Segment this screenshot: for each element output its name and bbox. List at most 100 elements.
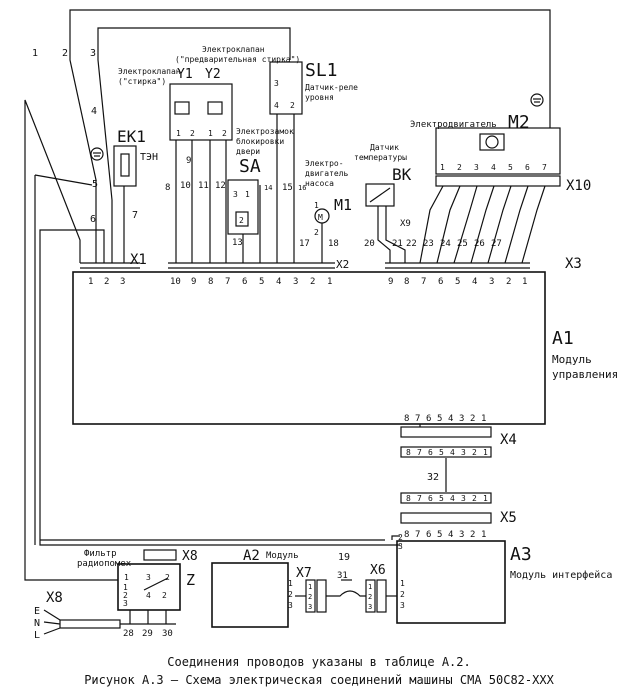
svg-text:3: 3 (461, 494, 466, 503)
x4-pins: 8 7 6 5 4 3 2 1 8 7 6 5 4 3 2 1 (400, 414, 492, 458)
svg-text:7: 7 (415, 530, 420, 540)
motor-m1-desc2: двигатель (305, 169, 349, 178)
wire-20: 20 (364, 239, 375, 249)
svg-text:2: 2 (308, 593, 312, 601)
wire-31: 31 (337, 571, 348, 581)
svg-text:3: 3 (489, 277, 494, 287)
wire-8: 8 (165, 183, 170, 193)
wire-4: 4 (91, 106, 97, 117)
module-a1-box (72, 271, 546, 425)
svg-text:1: 1 (440, 163, 445, 172)
svg-text:1: 1 (314, 201, 319, 210)
svg-text:10: 10 (170, 277, 181, 287)
module-a3-desc: Модуль интерфейса (510, 569, 612, 581)
svg-text:3: 3 (288, 601, 293, 610)
svg-text:1: 1 (483, 448, 488, 457)
svg-text:7: 7 (417, 448, 422, 457)
svg-text:1: 1 (88, 277, 93, 287)
module-a1-ref: А1 (552, 328, 574, 349)
wire-30: 30 (162, 629, 173, 639)
svg-text:4: 4 (448, 414, 453, 424)
svg-text:6: 6 (438, 277, 443, 287)
module-a1-desc1: Модуль (552, 353, 592, 366)
svg-text:9: 9 (191, 277, 196, 287)
motor-m1-desc1: Электро- (305, 159, 344, 168)
wire-14: 14 (264, 184, 272, 192)
wire-16: 16 (298, 184, 306, 192)
svg-text:M: M (318, 213, 323, 222)
wire-7: 7 (132, 210, 138, 221)
svg-text:4: 4 (491, 163, 496, 172)
svg-text:6: 6 (525, 163, 530, 172)
wire-24: 24 (440, 239, 451, 249)
svg-text:8: 8 (406, 448, 411, 457)
svg-text:3: 3 (123, 599, 128, 608)
svg-text:9: 9 (388, 277, 393, 287)
motor-m2-ref: М2 (508, 112, 530, 133)
caption-line1: Соединения проводов указаны в таблице А.… (167, 655, 471, 669)
module-a2-ref: А2 (243, 548, 260, 564)
mains-e: E (34, 606, 40, 617)
svg-text:6: 6 (426, 530, 431, 540)
heater-ek1-desc: ТЭН (140, 152, 158, 163)
svg-text:2: 2 (400, 590, 405, 599)
mains-n: N (34, 618, 40, 629)
lock-sa-label3: двери (236, 147, 260, 156)
filter-z-box (117, 563, 181, 611)
svg-text:3: 3 (308, 603, 312, 611)
svg-text:6: 6 (428, 494, 433, 503)
connector-x7: Х7 (296, 566, 312, 581)
filter-z-desc2: радиопомех (77, 559, 132, 569)
svg-text:1: 1 (176, 129, 181, 138)
connector-x5: Х5 (500, 510, 517, 526)
svg-text:1: 1 (123, 583, 128, 592)
wire-32: 32 (427, 472, 439, 483)
connector-x6: Х6 (370, 563, 386, 578)
svg-text:3: 3 (293, 277, 298, 287)
svg-text:1: 1 (483, 494, 488, 503)
lock-sa-ref: SA (239, 156, 261, 177)
svg-text:8: 8 (208, 277, 213, 287)
svg-text:4: 4 (274, 101, 279, 110)
svg-text:4: 4 (448, 530, 453, 540)
filter-z-ref: Z (186, 571, 195, 589)
svg-text:2: 2 (162, 591, 167, 600)
svg-text:3: 3 (120, 277, 125, 287)
motor-m1-desc3: насоса (305, 179, 334, 188)
a3-pin-2: 2 (398, 533, 403, 542)
wire-6: 6 (90, 214, 96, 225)
svg-text:3: 3 (459, 530, 464, 540)
valve-y1-ref: Y1 (177, 67, 193, 82)
connector-x3: Х3 (565, 256, 582, 272)
svg-text:8: 8 (404, 277, 409, 287)
wire-21: 21 (392, 239, 403, 249)
svg-text:2: 2 (239, 216, 244, 225)
lock-sa-label1: Электрозамок (236, 127, 294, 136)
svg-text:3: 3 (400, 601, 405, 610)
connector-x8-top: Х8 (182, 549, 198, 564)
svg-text:2: 2 (310, 277, 315, 287)
sensor-bk-desc1: Датчик (370, 143, 399, 152)
connector-x8-mains: Х8 (46, 590, 63, 606)
svg-text:7: 7 (417, 494, 422, 503)
svg-text:2: 2 (470, 414, 475, 424)
sensor-sl1-ref: SL1 (305, 60, 338, 81)
sensor-sl1-desc2: уровня (305, 93, 334, 102)
motor-m2-box (435, 127, 561, 175)
svg-text:1: 1 (522, 277, 527, 287)
heater-ek1-ref: ЕК1 (117, 127, 146, 146)
motor-m1-ref: М1 (334, 196, 352, 214)
svg-text:1: 1 (288, 579, 293, 588)
wire-19: 19 (338, 552, 350, 563)
svg-text:2: 2 (104, 277, 109, 287)
sensor-sl1-box (269, 61, 303, 115)
sensor-bk-desc2: температуры (354, 153, 407, 162)
wire-2-line (69, 9, 551, 263)
svg-text:2: 2 (470, 530, 475, 540)
svg-text:1: 1 (481, 414, 486, 424)
wire-25: 25 (457, 239, 468, 249)
sensor-bk-box (365, 183, 395, 207)
valves-title2: ("предварительная стирка") (175, 55, 300, 64)
connector-x4: Х4 (500, 432, 517, 448)
